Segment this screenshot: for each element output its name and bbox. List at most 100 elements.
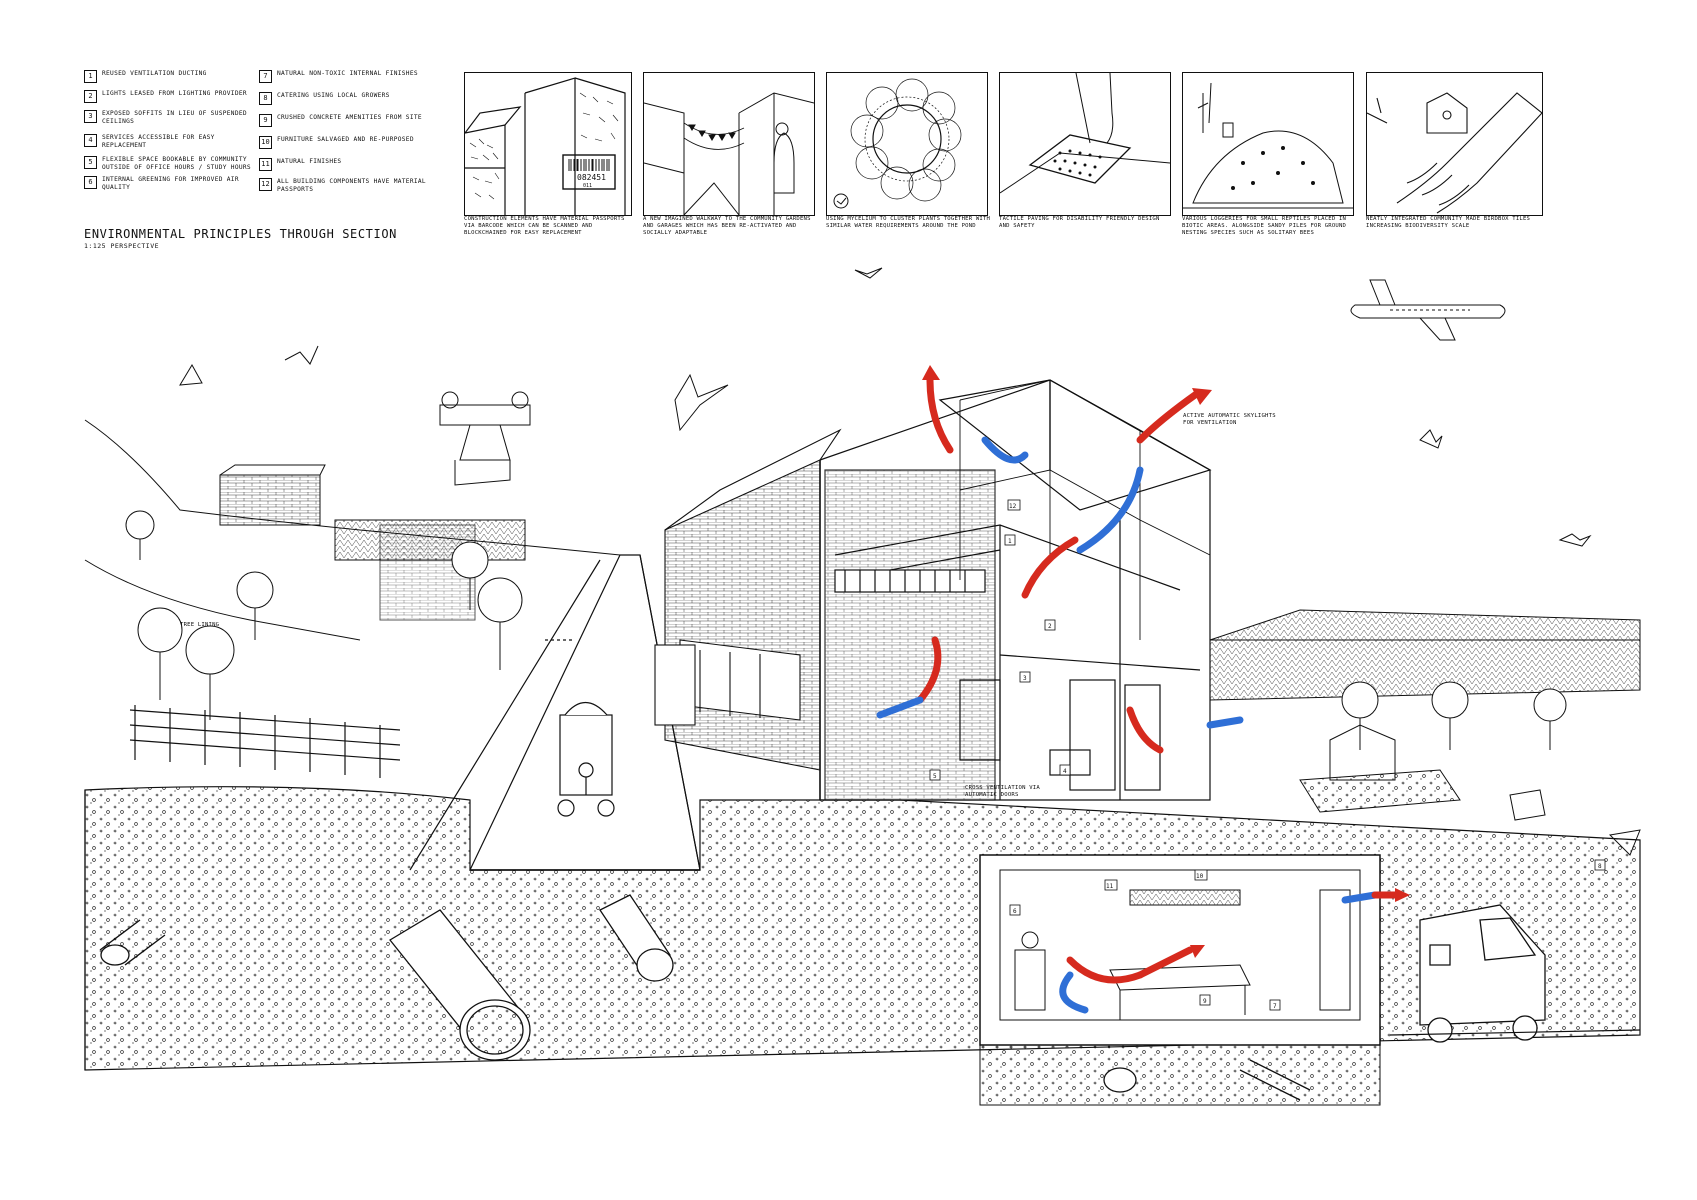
vignette-panel-barcode: 082451 011	[464, 72, 632, 216]
background-housing	[1209, 609, 1641, 701]
legend-number: 6	[84, 176, 97, 189]
vignette-panel-walkway	[643, 72, 815, 216]
roof-frame	[959, 379, 1211, 800]
marker-1: 1	[1004, 534, 1016, 546]
legend-text: LIGHTS LEASED FROM LIGHTING PROVIDER	[102, 90, 247, 97]
ground-section	[84, 786, 1641, 1071]
legend-text: SERVICES ACCESSIBLE FOR EASY REPLACEMENT	[102, 134, 215, 149]
birds	[179, 267, 1592, 547]
svg-text:1: 1	[1008, 538, 1012, 545]
vignette-caption: NEATLY INTEGRATED COMMUNITY MADE BIRDBOX…	[1366, 216, 1531, 229]
underground-room	[979, 854, 1381, 1046]
vignette-panel-loggeries	[1182, 72, 1354, 216]
legend-number: 12	[259, 178, 272, 191]
svg-text:7: 7	[1273, 1003, 1277, 1010]
svg-text:10: 10	[1196, 873, 1204, 880]
legend-text: NATURAL NON-TOXIC INTERNAL FINISHES	[277, 70, 418, 77]
walkway-sketch	[644, 92, 814, 215]
cross-ventilation-annotation: CROSS VENTILATION VIA AUTOMATIC DOORS	[965, 785, 1040, 798]
legend-item: 3 EXPOSED SOFFITS IN LIEU OF SUSPENDED CE…	[84, 110, 259, 126]
legend-item: 5 FLEXIBLE SPACE BOOKABLE BY COMMUNITY OU…	[84, 156, 259, 172]
marker-12: 12	[1007, 499, 1021, 511]
fence	[129, 705, 401, 778]
marker-2: 2	[1044, 619, 1056, 631]
airflow-arrowheads	[922, 365, 1410, 958]
terrace-buildings	[654, 428, 842, 771]
delivery-van	[1419, 904, 1546, 1043]
logo-icon	[833, 193, 849, 209]
marker-7: 7	[1269, 999, 1281, 1011]
legend-number: 8	[259, 92, 272, 105]
hillside-background	[84, 419, 621, 641]
legend-number: 10	[259, 136, 272, 149]
svg-text:3: 3	[1023, 675, 1027, 682]
svg-text:9: 9	[1203, 998, 1207, 1005]
legend-text: REUSED VENTILATION DUCTING	[102, 70, 207, 77]
loggeries-sketch	[1183, 82, 1353, 209]
drone	[439, 391, 531, 486]
tree-lining-annotation: TREE LINING	[180, 622, 220, 628]
legend-text: ALL BUILDING COMPONENTS HAVE MATERIAL PA…	[277, 178, 426, 193]
vignette-panel-tactile	[999, 72, 1171, 216]
trees	[125, 510, 523, 720]
legend-text: EXPOSED SOFFITS IN LIEU OF SUSPENDED CEI…	[102, 110, 247, 125]
legend-number: 11	[259, 158, 272, 171]
vignette-panel-mycelium	[826, 72, 988, 216]
svg-text:6: 6	[1013, 908, 1017, 915]
underground-pipes	[99, 894, 1311, 1101]
legend-number: 7	[259, 70, 272, 83]
vignette-caption: CONSTRUCTION ELEMENTS HAVE MATERIAL PASS…	[464, 216, 625, 236]
birdbox-sketch	[1367, 92, 1542, 214]
legend-number: 4	[84, 134, 97, 147]
marker-8: 8	[1594, 859, 1606, 871]
legend-number: 5	[84, 156, 97, 169]
vignette-panel-birdbox	[1366, 72, 1543, 216]
legend-number: 1	[84, 70, 97, 83]
legend-number: 3	[84, 110, 97, 123]
svg-text:2: 2	[1048, 623, 1052, 630]
legend-item: 8 CATERING USING LOCAL GROWERS	[259, 92, 434, 105]
legend-item: 2 LIGHTS LEASED FROM LIGHTING PROVIDER	[84, 90, 259, 103]
legend-item: 1 REUSED VENTILATION DUCTING	[84, 70, 259, 83]
vignette-caption: VARIOUS LOGGERIES FOR SMALL REPTILES PLA…	[1182, 216, 1347, 236]
legend-text: INTERNAL GREENING FOR IMPROVED AIR QUALI…	[102, 176, 239, 191]
legend-item: 7 NATURAL NON-TOXIC INTERNAL FINISHES	[259, 70, 434, 83]
svg-text:8: 8	[1598, 863, 1602, 870]
legend-item: 4 SERVICES ACCESSIBLE FOR EASY REPLACEMEN…	[84, 134, 259, 150]
marker-11: 11	[1104, 879, 1118, 891]
cargo-bike	[557, 701, 615, 817]
marker-5: 5	[929, 769, 941, 781]
marker-3: 3	[1019, 671, 1031, 683]
svg-text:5: 5	[933, 773, 937, 780]
legend-item: 6 INTERNAL GREENING FOR IMPROVED AIR QUAL…	[84, 176, 259, 192]
svg-text:4: 4	[1063, 768, 1067, 775]
legend-text: FURNITURE SALVAGED AND RE-PURPOSED	[277, 136, 414, 143]
skylight-annotation: ACTIVE AUTOMATIC SKYLIGHTS FOR VENTILATI…	[1183, 413, 1276, 426]
svg-text:11: 11	[1106, 883, 1114, 890]
drawing-subtitle: 1:125 PERSPECTIVE	[84, 242, 160, 250]
legend-number: 2	[84, 90, 97, 103]
tactile-sketch	[1000, 73, 1170, 194]
legend-text: FLEXIBLE SPACE BOOKABLE BY COMMUNITY OUT…	[102, 156, 251, 171]
section-markers: 1 2 3 4 5 6 7 8 9 10 11 12	[929, 499, 1606, 1011]
section-building	[819, 379, 1212, 801]
legend-text: NATURAL FINISHES	[277, 158, 342, 165]
barcode-sketch: 082451 011	[465, 77, 626, 215]
drawing-title: ENVIRONMENTAL PRINCIPLES THROUGH SECTION	[84, 227, 397, 241]
barcode-number: 082451	[577, 173, 606, 182]
vignette-caption: A NEW IMAGINED WALKWAY TO THE COMMUNITY …	[643, 216, 811, 236]
legend-item: 12 ALL BUILDING COMPONENTS HAVE MATERIAL …	[259, 178, 434, 194]
vignette-caption: USING MYCELIUM TO CLUSTER PLANTS TOGETHE…	[826, 216, 991, 229]
legend-item: 11 NATURAL FINISHES	[259, 158, 434, 171]
legend-number: 9	[259, 114, 272, 127]
legend-item: 10 FURNITURE SALVAGED AND RE-PURPOSED	[259, 136, 434, 149]
marker-10: 10	[1194, 869, 1208, 881]
marker-9: 9	[1199, 994, 1211, 1006]
legend-text: CATERING USING LOCAL GROWERS	[277, 92, 390, 99]
svg-text:12: 12	[1009, 503, 1017, 510]
mycelium-sketch	[833, 78, 962, 209]
marker-6: 6	[1009, 904, 1021, 916]
marker-4: 4	[1059, 764, 1071, 776]
